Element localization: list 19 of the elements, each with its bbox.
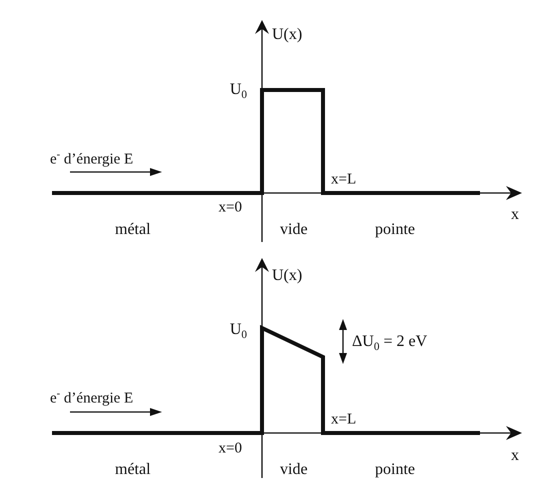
axis-label: U(x) (272, 27, 302, 43)
axis-label: U(x) (272, 268, 302, 284)
axis-label: x=L (331, 412, 356, 428)
axis-label: vide (280, 462, 308, 478)
axis-label: e$^{-}$ d’énergie E (50, 392, 134, 406)
axis-label: x=L (331, 172, 356, 188)
axis-label: ΔU$_{0}$ = 2 eV (352, 334, 428, 350)
axis-label: e$^{-}$ d’énergie E (50, 152, 134, 168)
axis-label: vide (280, 222, 308, 238)
axis-label: x (511, 448, 519, 464)
axis-label: pointe (375, 462, 415, 478)
axis-label: x (511, 207, 519, 223)
axis-label: x=0 (218, 442, 242, 456)
axis-label: U$_{0}$ (230, 322, 247, 338)
axis-label: métal (115, 222, 151, 238)
axis-label: x=0 (218, 200, 242, 216)
axis-label: U$_{0}$ (230, 82, 247, 98)
axis-label: pointe (375, 222, 415, 238)
axis-label: métal (115, 462, 151, 478)
